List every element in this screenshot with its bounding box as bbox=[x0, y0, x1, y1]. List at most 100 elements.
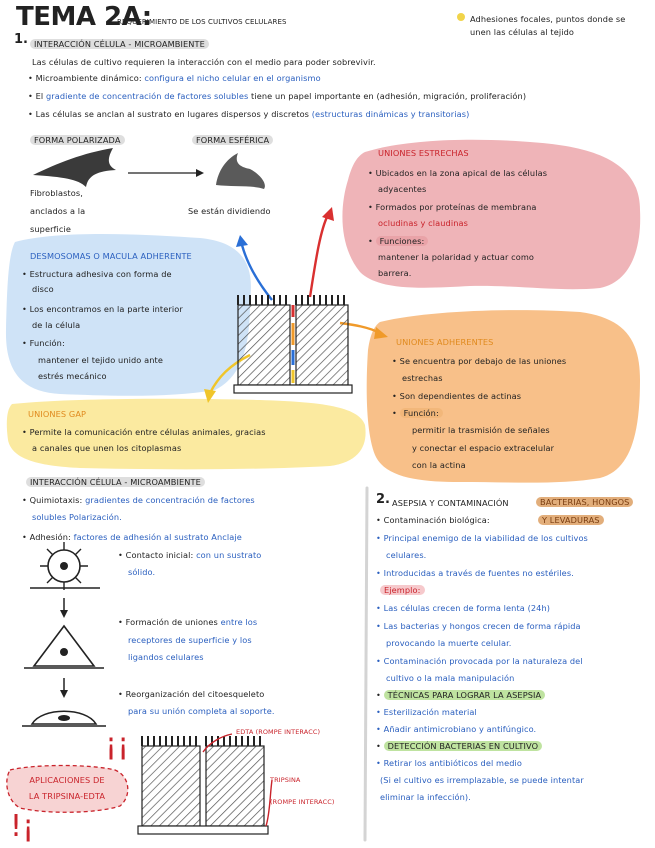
initial-contact-line1: Contacto inicial: con un sustrato bbox=[118, 549, 261, 562]
section-divider bbox=[363, 486, 369, 842]
orange-arrow-head bbox=[374, 327, 388, 339]
fibroblast-line2: anclados a la bbox=[30, 206, 86, 216]
gap-line1: Permite la comunicación entre células an… bbox=[22, 426, 266, 439]
exclamation-marks-1: ¡¡ bbox=[105, 727, 130, 762]
adherens-bullet1b: estrechas bbox=[402, 373, 443, 383]
adherens-bullet2: Son dependientes de actinas bbox=[392, 390, 521, 403]
tight-junctions-title: UNIONES ESTRECHAS bbox=[378, 148, 469, 158]
gap-line2: a canales que unen los citoplasmas bbox=[32, 443, 182, 453]
desmo-bullet1a: Estructura adhesiva con forma de bbox=[22, 268, 172, 281]
trypsin-cell-left bbox=[141, 745, 201, 827]
yellow-arrow-head bbox=[204, 389, 216, 403]
adherens-function1: permitir la trasmisión de señales bbox=[412, 425, 550, 435]
applications-line1: APLICACIONES DE bbox=[29, 775, 105, 785]
desmo-function1: mantener el tejido unido ante bbox=[38, 355, 163, 365]
junction-formation-line3: ligandos celulares bbox=[128, 652, 204, 662]
blue-arrow-head bbox=[236, 235, 248, 247]
polarized-cell-drawing bbox=[33, 148, 116, 187]
tight-function2: barrera. bbox=[378, 268, 412, 278]
polarized-shape-label: FORMA POLARIZADA bbox=[30, 134, 125, 147]
tight-bullet1a: Ubicados en la zona apical de las célula… bbox=[368, 167, 547, 180]
section1-bullet2: El gradiente de concentración de factore… bbox=[28, 90, 526, 103]
focal-note-line2: unen las células al tejido bbox=[470, 27, 575, 37]
trypsin-sublabel: (ROMPE INTERACC) bbox=[270, 798, 335, 806]
bacteria-detection: DETECCIÓN BACTERIAS EN CULTIVO bbox=[376, 740, 543, 753]
contaminant-tag1: BACTERIAS, HONGOS bbox=[536, 496, 634, 509]
dividing-cells-label: Se están dividiendo bbox=[188, 206, 271, 216]
edta-pointer bbox=[202, 733, 233, 753]
section1-number: 1. bbox=[14, 32, 28, 47]
chemotaxis-line1: Quimiotaxis: gradientes de concentración… bbox=[22, 494, 255, 507]
tight-function-label: Funciones: bbox=[368, 235, 429, 248]
section1-intro: Las células de cultivo requieren la inte… bbox=[32, 57, 376, 67]
antimicrobial: Añadir antimicrobiano y antifúngico. bbox=[376, 723, 537, 736]
section2-heading: ASEPSIA Y CONTAMINACIÓN bbox=[392, 498, 509, 508]
gap-title: UNIONES GAP bbox=[28, 409, 87, 419]
section1-bullet3: Las células se anclan al sustrato en lug… bbox=[28, 108, 470, 121]
cytoskeleton-line2: para su unión completa al soporte. bbox=[128, 706, 275, 716]
microvilli-right bbox=[295, 295, 345, 305]
example-label: Ejemplo: bbox=[380, 584, 425, 597]
focal-note-line1: Adhesiones focales, puntos donde se bbox=[470, 14, 626, 24]
section2-number: 2. bbox=[376, 492, 390, 507]
cell-junctions-diagram bbox=[204, 207, 388, 403]
blue-arrow bbox=[240, 244, 273, 301]
trypsin-label: TRIPSINA bbox=[270, 776, 301, 784]
applications-line2: LA TRIPSINA-EDTA bbox=[28, 791, 106, 801]
page-subtitle: REQUERIMIENTO DE LOS CULTIVOS CELULARES bbox=[117, 18, 287, 26]
desmo-function2: estrés mecánico bbox=[38, 371, 107, 381]
adhesion-line: Adhesión: factores de adhesión al sustra… bbox=[22, 531, 242, 544]
desmo-function-label: Función: bbox=[22, 337, 65, 350]
chemotaxis-line2: solubles Polarización. bbox=[32, 512, 122, 522]
remove-antibiotics: Retirar los antibióticos del medio bbox=[376, 757, 522, 770]
adherens-function-label: Función: bbox=[392, 407, 443, 420]
tight-bullet2b: ocludinas y claudinas bbox=[378, 218, 468, 228]
initial-contact-line2: sólido. bbox=[128, 567, 156, 577]
interaction-heading-2: INTERACCIÓN CÉLULA - MICROAMBIENTE bbox=[26, 476, 205, 489]
section1-heading: INTERACCIÓN CÉLULA - MICROAMBIENTE bbox=[30, 38, 209, 51]
cell-right bbox=[295, 304, 349, 386]
tight-bullet1b: adyacentes bbox=[378, 184, 427, 194]
adherens-title: UNIONES ADHERENTES bbox=[396, 337, 494, 347]
trypsin-pointer bbox=[265, 779, 273, 827]
spherical-cell-drawing bbox=[216, 153, 265, 189]
example2a: Las bacterias y hongos crecen de forma r… bbox=[376, 620, 581, 633]
example2b: provocando la muerte celular. bbox=[386, 638, 512, 648]
desmosome-title: DESMOSOMAS O MACULA ADHERENTE bbox=[30, 251, 192, 261]
example1: Las células crecen de forma lenta (24h) bbox=[376, 602, 550, 615]
junction-formation-line1: Formación de uniones entre los bbox=[118, 616, 257, 629]
desmo-bullet2b: de la célula bbox=[32, 320, 81, 330]
cell-shapes-illustration bbox=[33, 148, 265, 189]
tight-bullet2a: Formados por proteínas de membrana bbox=[368, 201, 537, 214]
irreplaceable-note2: eliminar la infección). bbox=[380, 792, 471, 802]
s2-point1a: Principal enemigo de la viabilidad de lo… bbox=[376, 532, 588, 545]
desmo-bullet1b: disco bbox=[32, 284, 54, 294]
red-arrow bbox=[308, 214, 330, 298]
cytoskeleton-line1: Reorganización del citoesqueleto bbox=[118, 688, 264, 701]
adherens-function2: y conectar el espacio extracelular bbox=[412, 443, 555, 453]
sterilization: Esterilización material bbox=[376, 706, 477, 719]
example3a: Contaminación provocada por la naturalez… bbox=[376, 655, 583, 668]
adherens-bullet1a: Se encuentra por debajo de las uniones bbox=[392, 355, 567, 368]
adherens-function3: con la actina bbox=[412, 460, 466, 470]
edta-label: EDTA (ROMPE INTERACC) bbox=[236, 728, 321, 736]
fibroblast-line3: superficie bbox=[30, 224, 72, 234]
junction-formation-line2: receptores de superficie y los bbox=[128, 635, 252, 645]
red-arrow-head bbox=[322, 207, 334, 221]
apl-blob bbox=[6, 764, 129, 813]
adhesion-stages-illustration bbox=[22, 542, 106, 727]
triangle-cell bbox=[32, 624, 96, 667]
fibroblast-line1: Fibroblastos, bbox=[30, 188, 83, 198]
asepsia-techniques: TÉCNICAS PARA LOGRAR LA ASEPSIA bbox=[376, 689, 546, 702]
contaminant-tag2: Y LEVADURAS bbox=[538, 514, 604, 527]
trypsin-edta-diagram bbox=[137, 733, 273, 835]
example3b: cultivo o la mala manipulación bbox=[386, 673, 515, 683]
substrate bbox=[233, 384, 353, 394]
microvilli-left bbox=[237, 295, 287, 305]
desmo-bullet2a: Los encontramos en la parte interior bbox=[22, 303, 183, 316]
spherical-shape-label: FORMA ESFÉRICA bbox=[192, 134, 274, 147]
tight-function1: mantener la polaridad y actuar como bbox=[378, 252, 535, 262]
exclamation-marks-2: !¡ bbox=[10, 809, 35, 844]
s2-point1b: celulares. bbox=[386, 550, 427, 560]
trypsin-cell-right bbox=[205, 745, 265, 827]
